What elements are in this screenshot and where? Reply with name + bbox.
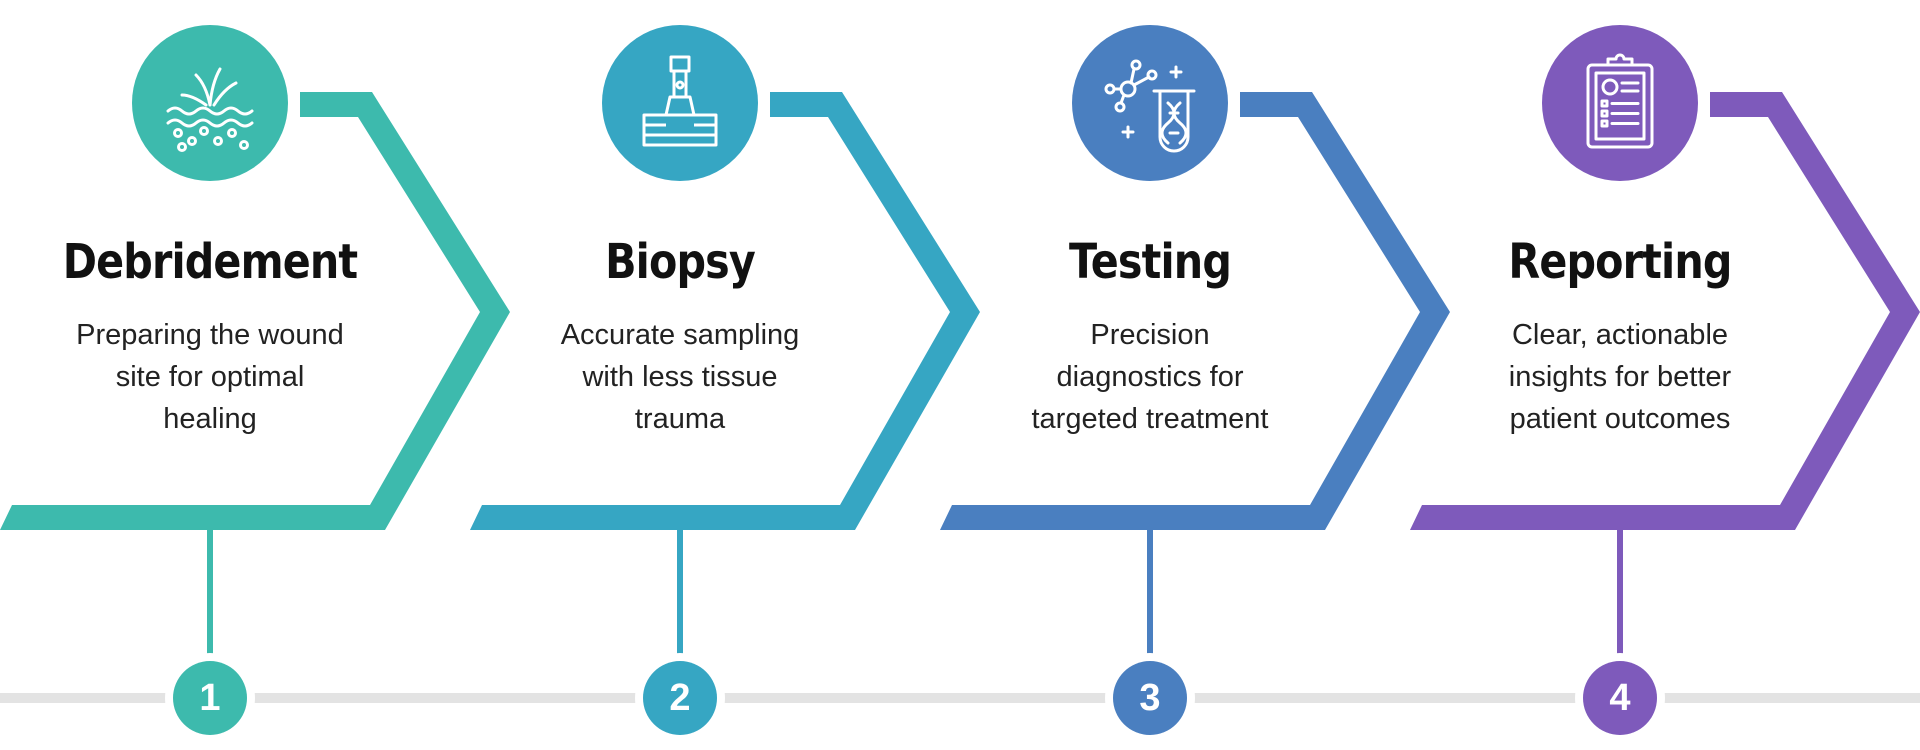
step-number-badge: 3 [1113,661,1187,735]
step-connector [1617,530,1623,654]
step-number-badge: 4 [1583,661,1657,735]
step-description-line: diagnostics for [1056,361,1244,393]
step-description: Preparing the wound site for optimal heali… [50,314,370,440]
step-connector [677,530,683,654]
step-description: Clear, actionable insights for better pati… [1460,314,1780,440]
step-description-line: trauma [634,403,726,435]
step-connector [207,530,213,654]
step-title: Biopsy [605,234,756,290]
step-description-line: site for optimal [115,361,305,393]
clipboard-report-icon [1586,53,1654,149]
step-description-line: Accurate sampling [560,319,800,351]
step-description-line: healing [163,403,257,435]
dna-test-tube-icon [1104,59,1196,153]
step-description: Accurate sampling with less tissue trauma [520,314,840,440]
step-title: Reporting [1508,234,1732,290]
step-title: Debridement [62,234,358,290]
step-description-line: Preparing the wound [76,319,344,351]
step-description-line: targeted treatment [1031,403,1269,435]
biopsy-punch-icon [642,55,718,147]
step-connector [1147,530,1153,654]
step-number-badge: 2 [643,661,717,735]
step-icon-circle [602,25,758,181]
step-description-line: insights for better [1508,361,1732,393]
step-description: Precision diagnostics for targeted treatme… [990,314,1310,440]
step-description-line: Precision [1090,319,1210,351]
step-icon-circle [1072,25,1228,181]
step-description-line: patient outcomes [1509,403,1731,435]
step-title: Testing [1068,234,1232,290]
step-number-badge: 1 [173,661,247,735]
step-description-line: Clear, actionable [1511,319,1729,351]
wound-debridement-icon [166,67,254,152]
step-description-line: with less tissue [582,361,778,393]
